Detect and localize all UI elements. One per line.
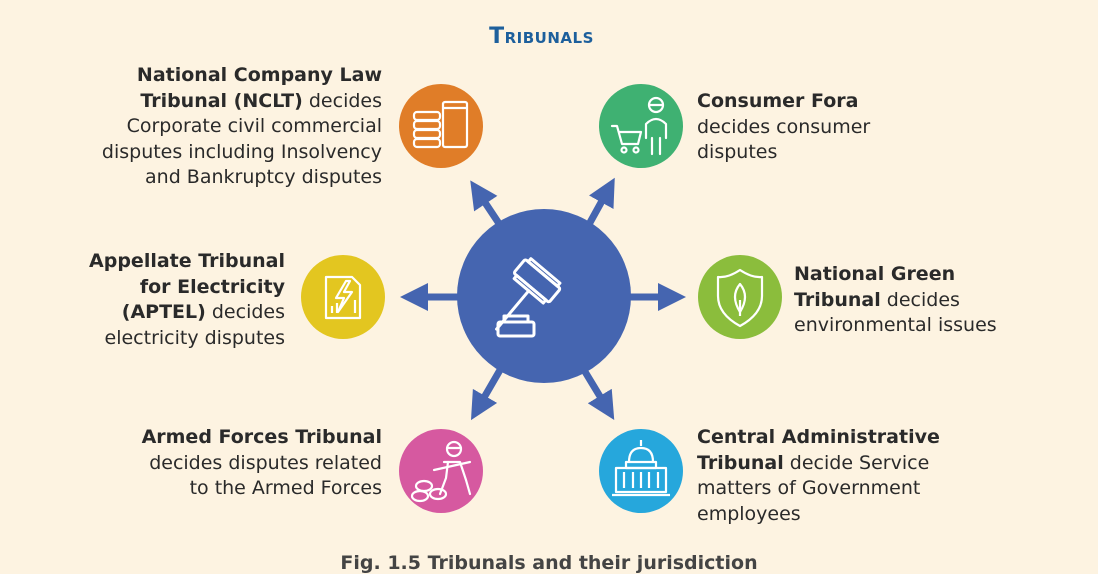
ncl-desc: decides Corporate civil commercial dispu… <box>101 89 382 189</box>
arrow-to-aft <box>470 368 504 421</box>
node-aft <box>399 429 483 513</box>
consumer-desc: decides consumer disputes <box>697 115 871 164</box>
ncl-text: National Company Law Tribunal (NCLT) dec… <box>80 63 382 191</box>
hub-node <box>457 209 631 383</box>
node-ngt <box>698 255 782 339</box>
aft-circle <box>399 429 483 513</box>
node-aptel <box>301 255 385 339</box>
cat-desc: decide Service matters of Government emp… <box>697 451 930 525</box>
aft-text: Armed Forces Tribunal decides disputes r… <box>140 425 382 502</box>
page-title: Tribunals <box>489 24 594 49</box>
hub-circle <box>457 209 631 383</box>
aptel-desc: decides electricity disputes <box>104 301 285 349</box>
aptel-title: Appellate Tribunal for Electricity (APTE… <box>89 250 285 323</box>
gavel-icon <box>495 257 562 338</box>
ncl-title: National Company Law Tribunal (NCLT) <box>136 64 382 112</box>
cat-text: Central Administrative Tribunal decide S… <box>697 425 947 527</box>
ngt-title: National Green Tribunal <box>794 263 956 311</box>
arrow-to-cat <box>581 368 615 420</box>
soldier-icon <box>410 440 472 503</box>
leaf-shield-icon <box>716 268 764 328</box>
ngt-text: National Green Tribunal decides environm… <box>794 262 1024 339</box>
tribunals-diagram <box>301 84 782 513</box>
document-stack-icon <box>412 100 469 149</box>
figure-caption: Fig. 1.5 Tribunals and their jurisdictio… <box>340 552 758 574</box>
ngt-desc: decides environmental issues <box>794 288 997 337</box>
cat-title: Central Administrative Tribunal <box>697 426 940 474</box>
consumer-text: Consumer Fora decides consumer disputes <box>697 89 907 166</box>
aft-desc: decides disputes related to the Armed Fo… <box>149 451 382 500</box>
aptel-text: Appellate Tribunal for Electricity (APTE… <box>84 249 285 351</box>
node-ncl <box>399 84 483 168</box>
node-cat <box>599 429 683 513</box>
consumer-title: Consumer Fora <box>697 90 859 112</box>
node-consumer <box>599 84 683 168</box>
shopping-cart-person-icon <box>610 96 668 156</box>
aft-title: Armed Forces Tribunal <box>141 426 382 448</box>
government-building-icon <box>612 440 670 497</box>
electricity-document-icon <box>324 275 362 320</box>
